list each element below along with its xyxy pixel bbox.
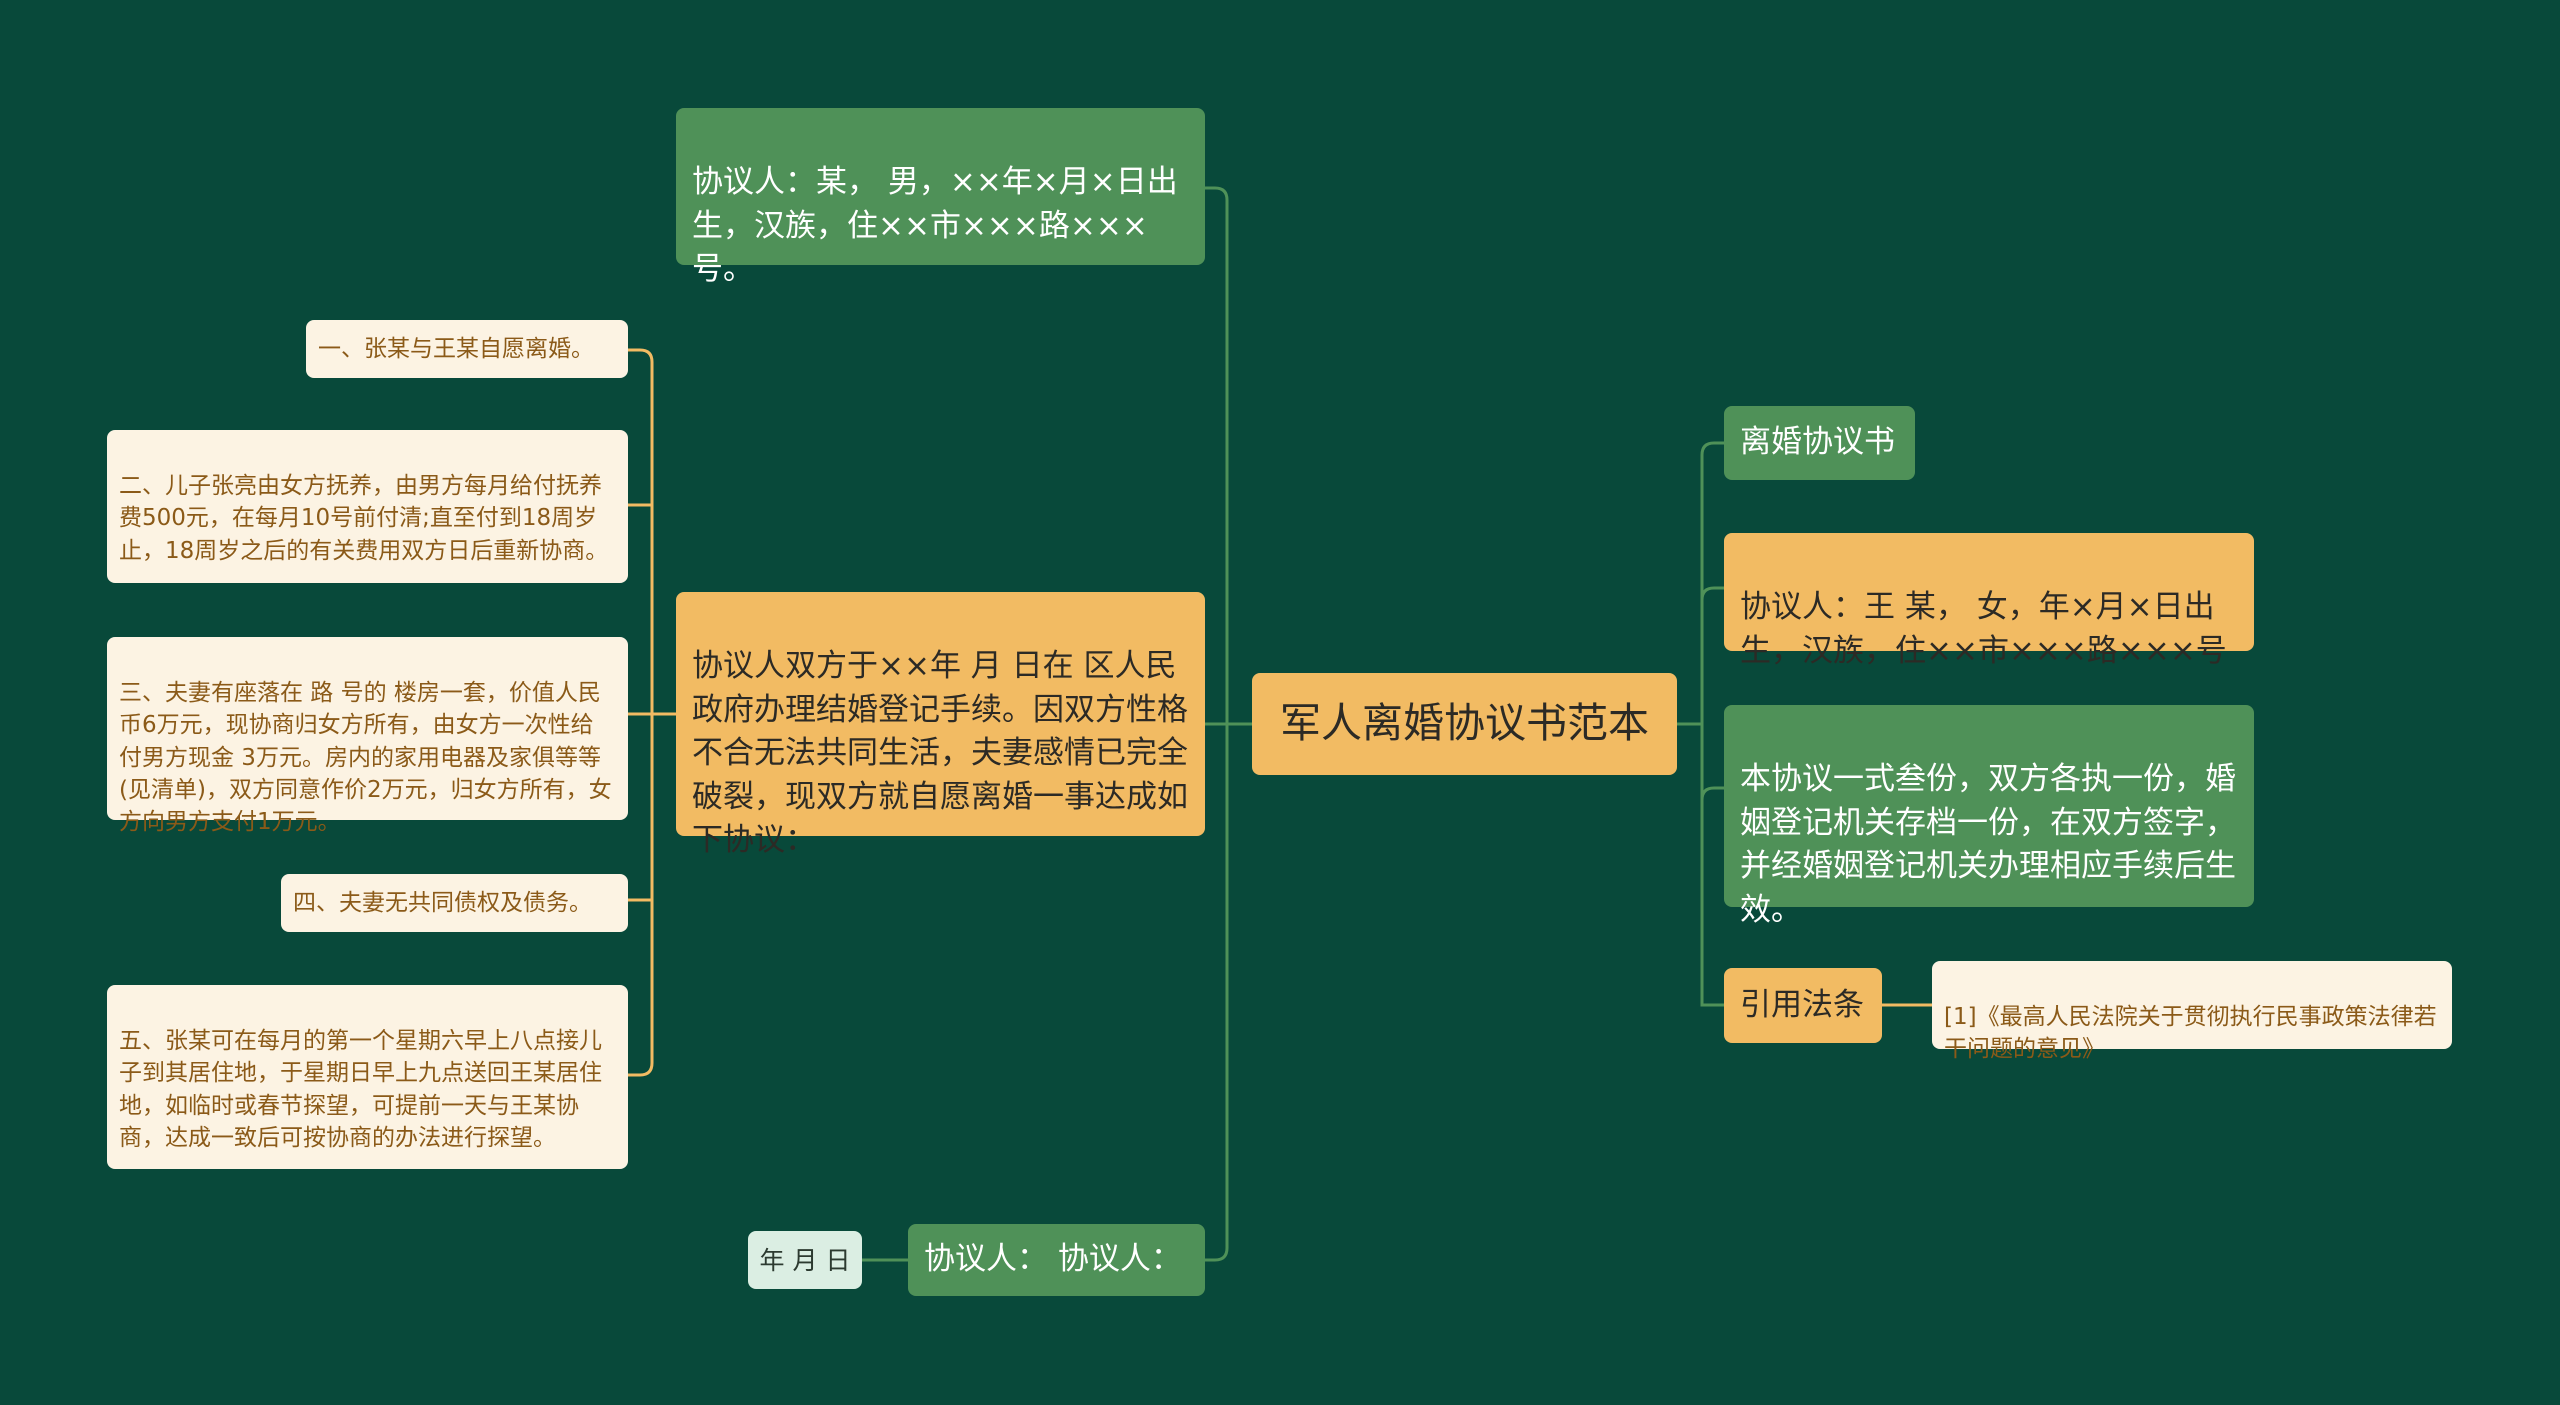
node-date[interactable]: 年 月 日: [748, 1231, 862, 1289]
node-party-woman-text: 协议人：王 某， 女，年×月×日出生，汉族，住××市×××路×××号: [1740, 589, 2227, 669]
root-node[interactable]: 军人离婚协议书范本: [1252, 673, 1677, 775]
node-term-2[interactable]: 二、儿子张亮由女方抚养，由男方每月给付抚养费500元，在每月10号前付清;直至付…: [107, 430, 628, 583]
node-citation-label-text: 引用法条: [1740, 986, 1864, 1023]
node-citation[interactable]: [1]《最高人民法院关于贯彻执行民事政策法律若干问题的意见》: [1932, 961, 2452, 1062]
node-term-3[interactable]: 三、夫妻有座落在 路 号的 楼房一套，价值人民币6万元，现协商归女方所有，由女方…: [107, 637, 628, 835]
node-signature-text: 协议人： 协议人：: [924, 1241, 1182, 1278]
node-copies-text: 本协议一式叁份，双方各执一份，婚姻登记机关存档一份，在双方签字，并经婚姻登记机关…: [1740, 761, 2236, 928]
connector-root-left: [1203, 186, 1254, 1262]
root-label: 军人离婚协议书范本: [1280, 699, 1649, 748]
node-citation-label[interactable]: 引用法条: [1724, 968, 1882, 1043]
node-citation-text: [1]《最高人民法院关于贯彻执行民事政策法律若干问题的意见》: [1944, 1004, 2437, 1063]
node-party-man[interactable]: 协议人：某， 男，××年×月×日出生，汉族，住××市×××路×××号。: [676, 108, 1205, 287]
node-signature[interactable]: 协议人： 协议人：: [908, 1224, 1205, 1296]
node-term-1[interactable]: 一、张某与王某自愿离婚。: [306, 320, 628, 378]
node-term-3-text: 三、夫妻有座落在 路 号的 楼房一套，价值人民币6万元，现协商归女方所有，由女方…: [119, 680, 612, 835]
node-term-4-text: 四、夫妻无共同债权及债务。: [293, 889, 592, 916]
node-title-text: 离婚协议书: [1740, 424, 1895, 461]
node-term-2-text: 二、儿子张亮由女方抚养，由男方每月给付抚养费500元，在每月10号前付清;直至付…: [119, 473, 609, 564]
node-copies[interactable]: 本协议一式叁份，双方各执一份，婚姻登记机关存档一份，在双方签字，并经婚姻登记机关…: [1724, 705, 2254, 928]
connector-root-right: [1675, 441, 1726, 1007]
node-intro[interactable]: 协议人双方于××年 月 日在 区人民政府办理结婚登记手续。因双方性格不合无法共同…: [676, 592, 1205, 858]
node-term-1-text: 一、张某与王某自愿离婚。: [318, 335, 594, 362]
node-term-5[interactable]: 五、张某可在每月的第一个星期六早上八点接儿子到其居住地，于星期日早上九点送回王某…: [107, 985, 628, 1169]
node-intro-text: 协议人双方于××年 月 日在 区人民政府办理结婚登记手续。因双方性格不合无法共同…: [692, 648, 1188, 858]
node-term-5-text: 五、张某可在每月的第一个星期六早上八点接儿子到其居住地，于星期日早上九点送回王某…: [119, 1028, 602, 1151]
node-term-4[interactable]: 四、夫妻无共同债权及债务。: [281, 874, 628, 932]
node-title[interactable]: 离婚协议书: [1724, 406, 1915, 480]
node-party-man-text: 协议人：某， 男，××年×月×日出生，汉族，住××市×××路×××号。: [692, 164, 1178, 288]
connector-intro-terms: [626, 348, 678, 1077]
node-date-text: 年 月 日: [759, 1245, 851, 1275]
node-party-woman[interactable]: 协议人：王 某， 女，年×月×日出生，汉族，住××市×××路×××号: [1724, 533, 2254, 669]
